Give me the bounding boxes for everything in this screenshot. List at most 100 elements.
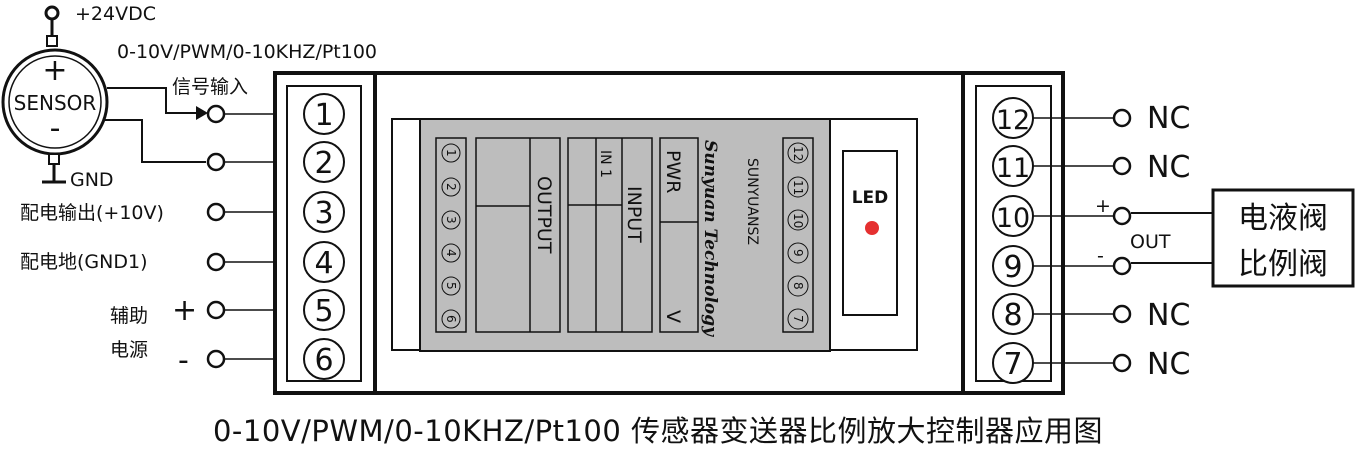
- led-indicator-icon: [865, 221, 879, 235]
- terminal-3-label: 配电输出(+10V): [20, 202, 164, 224]
- panel-right-9-number: 9: [791, 249, 805, 257]
- left-terminal-3-circle: [303, 191, 345, 233]
- left-terminal-3-number: 3: [314, 196, 333, 231]
- terminal-12-label: NC: [1147, 101, 1190, 136]
- right-terminal-12-number: 12: [996, 105, 1030, 136]
- panel-right-11-circle: [787, 176, 809, 198]
- label-panel: [419, 118, 831, 352]
- left-terminal-4-number: 4: [314, 246, 333, 281]
- panel-left-1-circle: [441, 143, 461, 163]
- panel-right-12-number: 12: [791, 146, 805, 161]
- panel-right-10-number: 10: [791, 213, 805, 228]
- right-connector-9: [1112, 256, 1132, 276]
- terminal-7-label: NC: [1147, 347, 1190, 382]
- left-terminal-2-number: 2: [314, 146, 333, 181]
- left-connector-6: [206, 349, 226, 369]
- terminal-8-label: NC: [1147, 298, 1190, 333]
- signal-input-label: 信号输入: [172, 76, 248, 98]
- terminal-11-label: NC: [1147, 150, 1190, 185]
- out-label: OUT: [1130, 231, 1171, 253]
- panel-right-7-number: 7: [791, 315, 805, 323]
- sensor-plus: +: [42, 53, 67, 88]
- valve-label-1: 电液阀: [1238, 201, 1328, 236]
- signal-types-label: 0-10V/PWM/0-10KHZ/Pt100: [117, 41, 377, 63]
- panel-left-3-circle: [441, 210, 461, 230]
- out-plus-label: +: [1095, 195, 1111, 217]
- right-terminal-8-number: 8: [1003, 298, 1022, 333]
- input-section: [567, 137, 653, 333]
- sensor-minus: -: [50, 111, 61, 146]
- left-connector-5: [206, 300, 226, 320]
- left-terminal-1-number: 1: [314, 98, 333, 133]
- panel-right-9-circle: [787, 242, 809, 264]
- panel-left-5-circle: [441, 276, 461, 296]
- v-label: V: [662, 310, 684, 323]
- panel-right-8-number: 8: [791, 282, 805, 290]
- right-connector-12: [1112, 108, 1132, 128]
- panel-right-7-circle: [787, 308, 809, 330]
- right-connector-7: [1112, 353, 1132, 373]
- panel-left-6-number: 6: [444, 315, 458, 323]
- valve-box: [1211, 188, 1355, 288]
- left-terminal-block: [286, 85, 362, 382]
- right-terminal-9-number: 9: [1003, 250, 1022, 285]
- sensor-gnd-label: GND: [70, 169, 114, 191]
- panel-left-1-number: 1: [444, 149, 458, 157]
- left-terminal-6-circle: [303, 338, 345, 380]
- pwr-section: [659, 137, 699, 333]
- pwr-label: PWR: [662, 150, 684, 193]
- diagram-caption: 0-10V/PWM/0-10KHZ/Pt100 传感器变送器比例放大控制器应用图: [213, 414, 1103, 448]
- panel-small-left-numbers: 1 2 3 4 5 6: [441, 143, 461, 329]
- left-terminal-connectors: [206, 104, 304, 369]
- terminal-4-label: 配电地(GND1): [20, 251, 147, 273]
- left-terminal-2-circle: [303, 141, 345, 183]
- aux-power-label-1: 辅助: [110, 305, 148, 327]
- right-connector-10: [1112, 206, 1132, 226]
- panel-left-3-number: 3: [444, 216, 458, 224]
- sensor-gnd-wire: [103, 119, 206, 163]
- panel-right-12-circle: [787, 142, 809, 164]
- left-connector-2: [206, 152, 226, 172]
- sensor-signal-wire: [107, 87, 196, 114]
- panel-right-10-circle: [787, 209, 809, 231]
- left-terminal-1-circle: [303, 93, 345, 135]
- left-terminal-numbers: 1 2 3 4 5 6: [303, 93, 345, 380]
- aux-plus-label: +: [172, 293, 197, 328]
- aux-minus-label: -: [178, 343, 189, 378]
- right-terminal-10-number: 10: [996, 203, 1030, 234]
- left-terminal-6-number: 6: [314, 343, 333, 378]
- signal-arrow-icon: [196, 106, 208, 120]
- right-terminal-11-number: 11: [996, 153, 1030, 184]
- right-terminal-connectors: [1033, 108, 1132, 373]
- power-terminal: [44, 5, 60, 47]
- left-connector-4: [206, 252, 226, 272]
- left-terminal-5-number: 5: [314, 294, 333, 329]
- left-connector-1: [206, 104, 226, 124]
- aux-power-label-2: 电源: [110, 339, 148, 361]
- panel-right-8-circle: [787, 275, 809, 297]
- input-label: INPUT: [623, 186, 645, 243]
- brand-label: Sunyuan Technology: [700, 140, 720, 337]
- panel-left-5-number: 5: [444, 282, 458, 290]
- panel-small-right-numbers: 12 11 10 9 8 7: [787, 142, 809, 330]
- valve-label-2: 比例阀: [1238, 247, 1328, 282]
- sensor-label: SENSOR: [14, 91, 97, 115]
- left-terminal-4-circle: [303, 241, 345, 283]
- right-connector-8: [1112, 304, 1132, 324]
- panel-right-11-number: 11: [791, 180, 805, 195]
- panel-left-2-number: 2: [444, 183, 458, 191]
- left-terminal-5-circle: [303, 289, 345, 331]
- panel-left-4-number: 4: [444, 249, 458, 257]
- out-minus-label: -: [1097, 245, 1104, 267]
- right-connector-11: [1112, 156, 1132, 176]
- led-label: LED: [852, 188, 889, 208]
- output-section: [475, 137, 561, 333]
- led-window: [842, 150, 898, 316]
- right-terminal-7-number: 7: [1003, 347, 1022, 382]
- in1-label: IN 1: [597, 150, 613, 178]
- company-label: SUNYUANSZ: [744, 158, 760, 245]
- left-connector-3: [206, 202, 226, 222]
- panel-left-6-circle: [441, 309, 461, 329]
- sensor-device: + SENSOR -: [1, 48, 109, 184]
